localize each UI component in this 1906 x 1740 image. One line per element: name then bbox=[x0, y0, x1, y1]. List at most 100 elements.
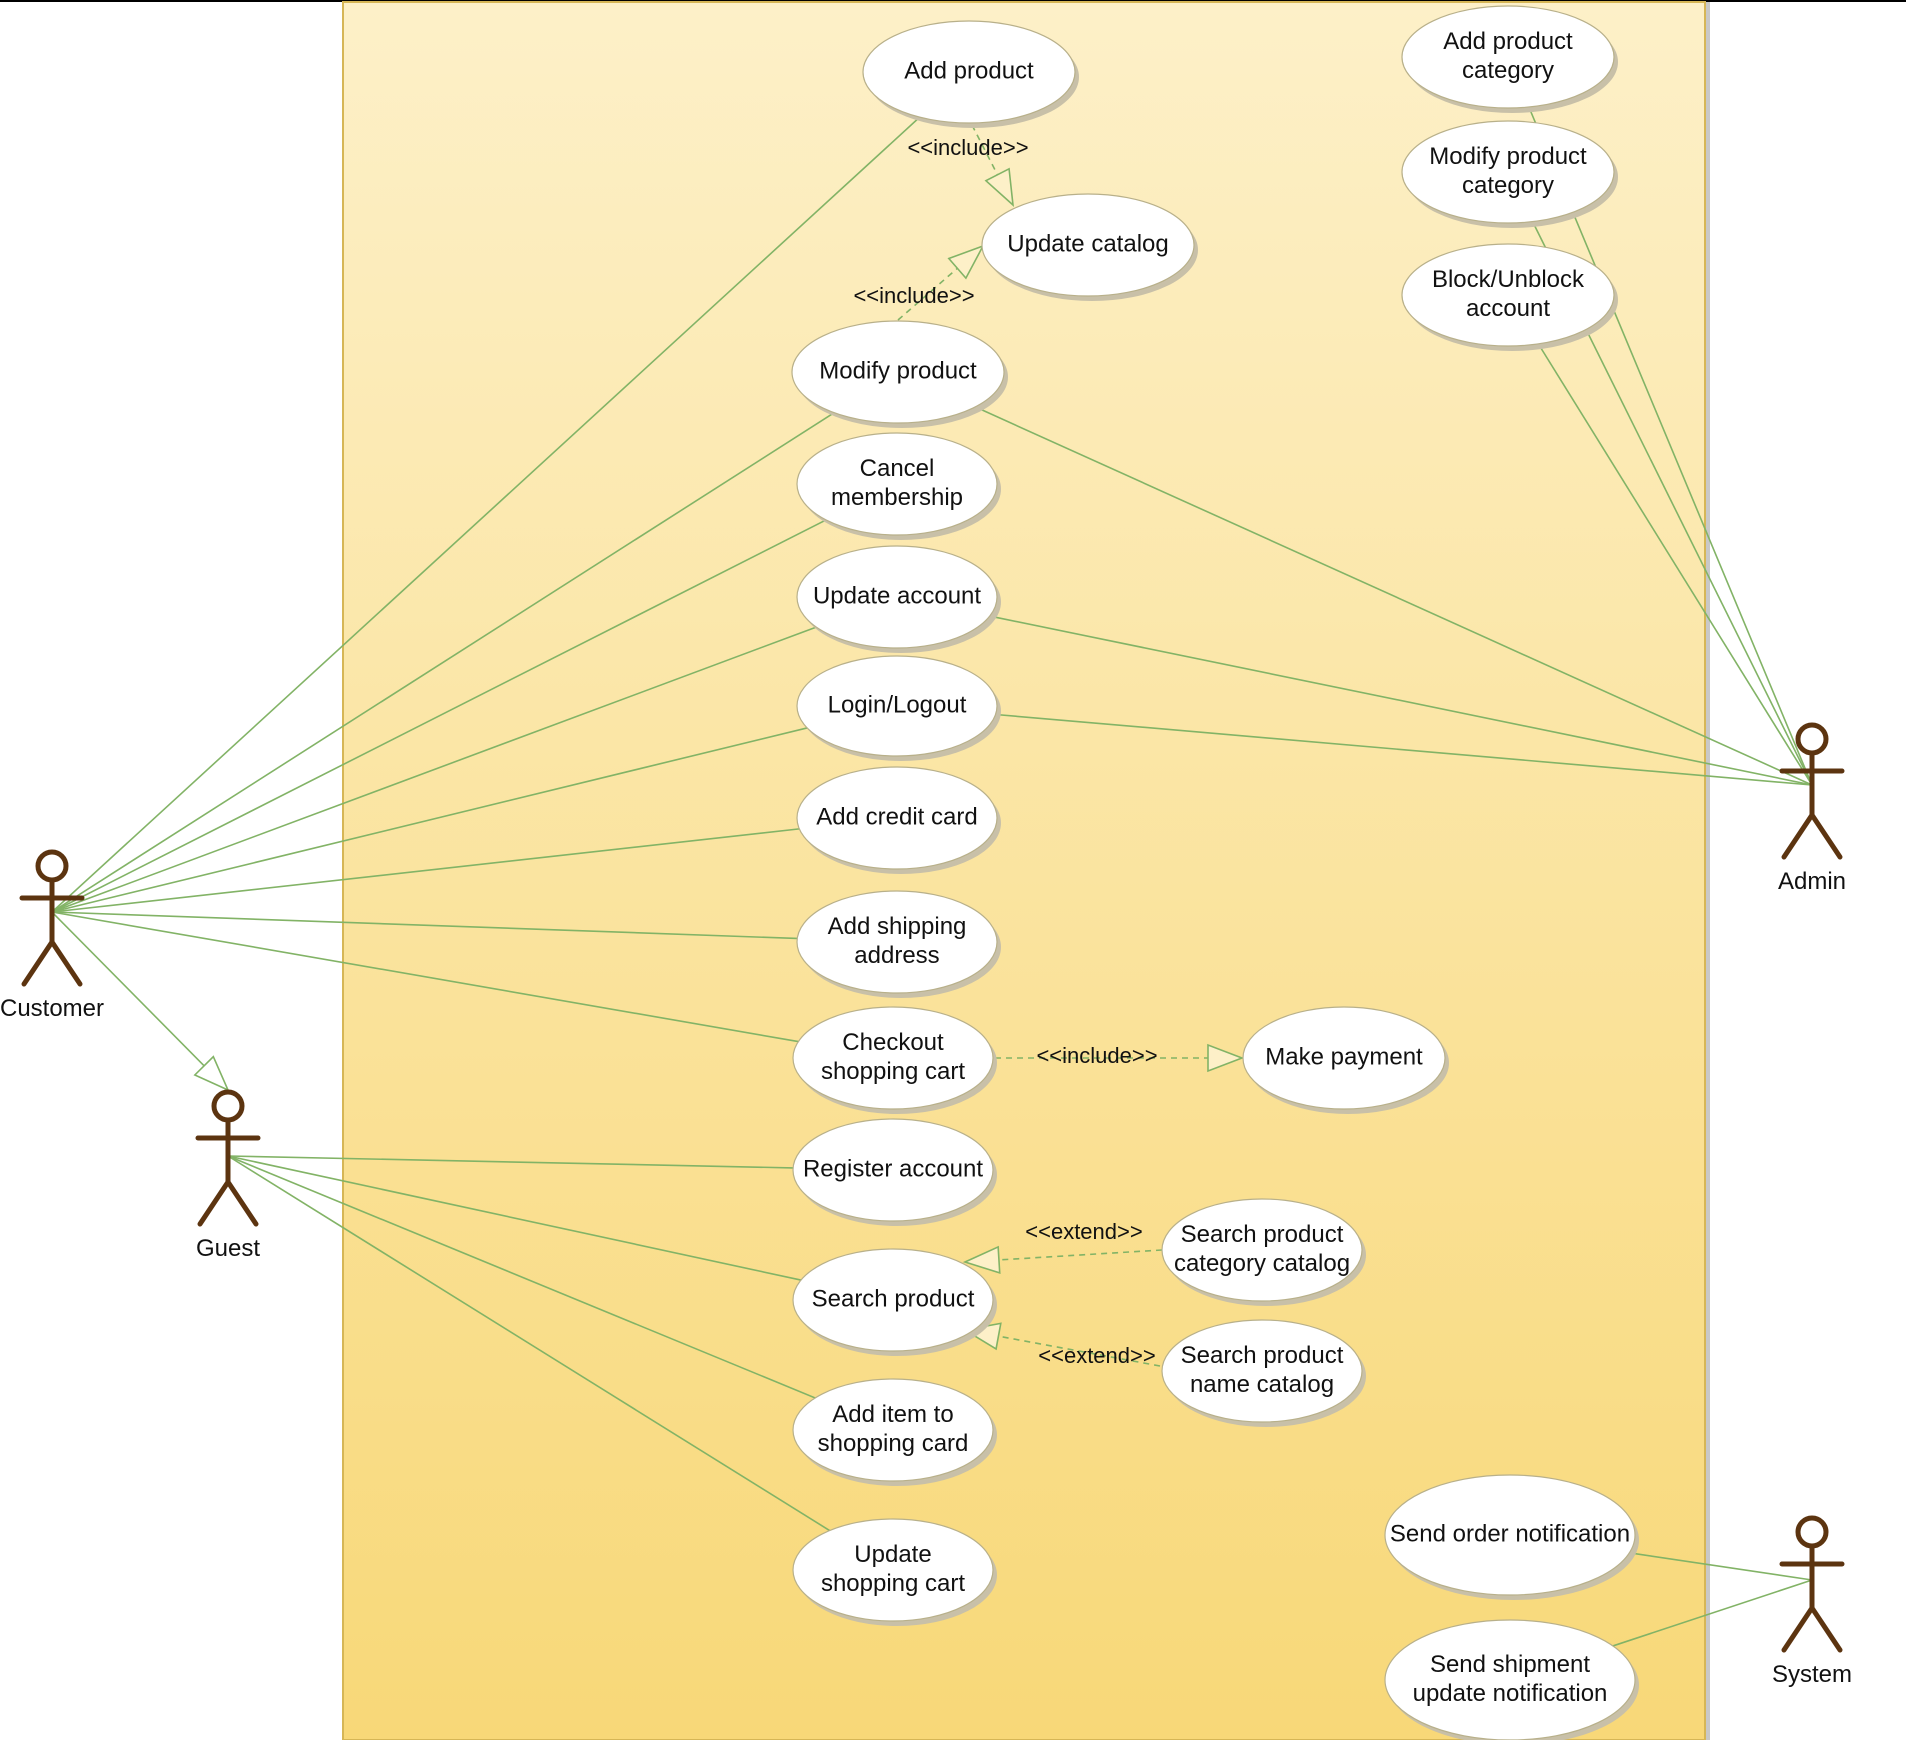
usecase-label: category catalog bbox=[1174, 1250, 1350, 1277]
actor-label: Admin bbox=[1778, 868, 1846, 895]
usecase-ellipse bbox=[792, 1248, 994, 1352]
association-admin-modify-product bbox=[974, 406, 1813, 786]
association-customer-modify-product bbox=[51, 412, 835, 913]
usecase-ellipse bbox=[1401, 120, 1615, 224]
actor-system[interactable]: System bbox=[1772, 1515, 1852, 1688]
actor-right-leg bbox=[1809, 812, 1843, 860]
actor-head bbox=[1795, 722, 1829, 756]
association-customer-add-product bbox=[51, 116, 921, 913]
actor-head bbox=[35, 849, 69, 883]
actor-head bbox=[1795, 1515, 1829, 1549]
actor-label: Guest bbox=[196, 1235, 260, 1262]
dependency-arrowhead-checkout bbox=[1207, 1043, 1245, 1073]
usecase-make-payment[interactable]: Make payment bbox=[1242, 1006, 1449, 1114]
usecase-send-order-notification[interactable]: Send order notification bbox=[1384, 1474, 1639, 1600]
usecase-label: Search product bbox=[812, 1285, 975, 1312]
stereotype-label: <<include>> bbox=[853, 283, 974, 308]
actor-guest[interactable]: Guest bbox=[195, 1089, 261, 1262]
usecase-label: Add item to bbox=[832, 1401, 953, 1428]
usecase-update-catalog[interactable]: Update catalog bbox=[981, 193, 1198, 301]
actor-right-leg bbox=[49, 939, 83, 987]
dependency-arrowhead-add-product bbox=[984, 167, 1015, 207]
actor-admin[interactable]: Admin bbox=[1778, 722, 1846, 895]
usecase-ellipse bbox=[796, 545, 998, 649]
usecase-modify-product[interactable]: Modify product bbox=[791, 320, 1008, 428]
association-customer-add-shipping-address bbox=[51, 911, 798, 940]
usecase-login-logout[interactable]: Login/Logout bbox=[796, 655, 1001, 761]
actor-head bbox=[211, 1089, 245, 1123]
usecase-label: category bbox=[1462, 172, 1554, 199]
actor-left-leg bbox=[21, 939, 55, 987]
usecase-update-account[interactable]: Update account bbox=[796, 545, 1001, 653]
association-admin-add-category bbox=[1528, 106, 1813, 786]
usecase-ellipse bbox=[1384, 1619, 1636, 1740]
association-admin-login-logout bbox=[995, 713, 1813, 786]
usecase-ellipse bbox=[796, 890, 998, 994]
stereotype-label: <<extend>> bbox=[1038, 1343, 1155, 1368]
actor-customer[interactable]: Customer bbox=[0, 849, 104, 1022]
usecase-ellipse bbox=[796, 766, 998, 870]
usecase-add-credit-card[interactable]: Add credit card bbox=[796, 766, 1001, 874]
usecase-search-product[interactable]: Search product bbox=[792, 1248, 997, 1356]
usecase-label: update notification bbox=[1413, 1680, 1608, 1707]
stereotype-label: <<include>> bbox=[907, 135, 1028, 160]
actor-left-leg bbox=[1781, 812, 1815, 860]
usecase-ellipse bbox=[792, 1518, 994, 1622]
usecase-ellipse bbox=[791, 320, 1005, 424]
usecase-add-product[interactable]: Add product bbox=[862, 20, 1079, 128]
usecase-label: Login/Logout bbox=[828, 691, 967, 718]
dependency-search-category-catalog-search-product bbox=[998, 1249, 1163, 1261]
actor-label: System bbox=[1772, 1661, 1852, 1688]
usecase-ellipse bbox=[796, 655, 998, 757]
usecase-label: category bbox=[1462, 57, 1554, 84]
usecase-ellipse bbox=[792, 1378, 994, 1482]
association-customer-update-account bbox=[51, 626, 817, 913]
usecase-label: shopping cart bbox=[821, 1570, 965, 1597]
usecase-label: Search product bbox=[1181, 1342, 1344, 1369]
usecase-ellipse bbox=[1401, 243, 1615, 347]
usecase-label: Checkout bbox=[842, 1029, 944, 1056]
usecase-label: Add product bbox=[1443, 28, 1573, 55]
usecase-label: Add credit card bbox=[816, 803, 977, 830]
association-system-send-shipment-notification bbox=[1612, 1579, 1813, 1647]
actor-left-leg bbox=[197, 1179, 231, 1227]
generalization-customer-guest bbox=[51, 911, 205, 1067]
dependency-arrowhead-modify-product bbox=[947, 244, 985, 280]
association-guest-register-account bbox=[227, 1155, 794, 1169]
usecase-ellipse bbox=[862, 20, 1076, 124]
stereotype-label: <<extend>> bbox=[1025, 1219, 1142, 1244]
dependency-add-product-update-catalog bbox=[971, 124, 999, 176]
association-guest-add-item-cart bbox=[227, 1155, 816, 1399]
usecase-register-account[interactable]: Register account bbox=[792, 1118, 997, 1226]
actor-label: Customer bbox=[0, 995, 104, 1022]
usecase-label: membership bbox=[831, 484, 963, 511]
usecase-ellipse bbox=[792, 1118, 994, 1222]
generalization-arrowhead bbox=[193, 1055, 230, 1092]
actor-right-leg bbox=[1809, 1605, 1843, 1653]
usecase-label: Add product bbox=[904, 57, 1034, 84]
association-admin-update-account bbox=[989, 615, 1813, 786]
usecase-label: shopping cart bbox=[821, 1058, 965, 1085]
usecase-label: address bbox=[854, 942, 939, 969]
usecase-label: name catalog bbox=[1190, 1371, 1334, 1398]
association-system-send-order-notification bbox=[1629, 1551, 1813, 1581]
stereotype-label: <<include>> bbox=[1036, 1043, 1157, 1068]
usecase-label: Block/Unblock bbox=[1432, 266, 1585, 293]
usecase-ellipse bbox=[981, 193, 1195, 297]
dependency-arrowhead-search-category-catalog bbox=[962, 1245, 1001, 1275]
